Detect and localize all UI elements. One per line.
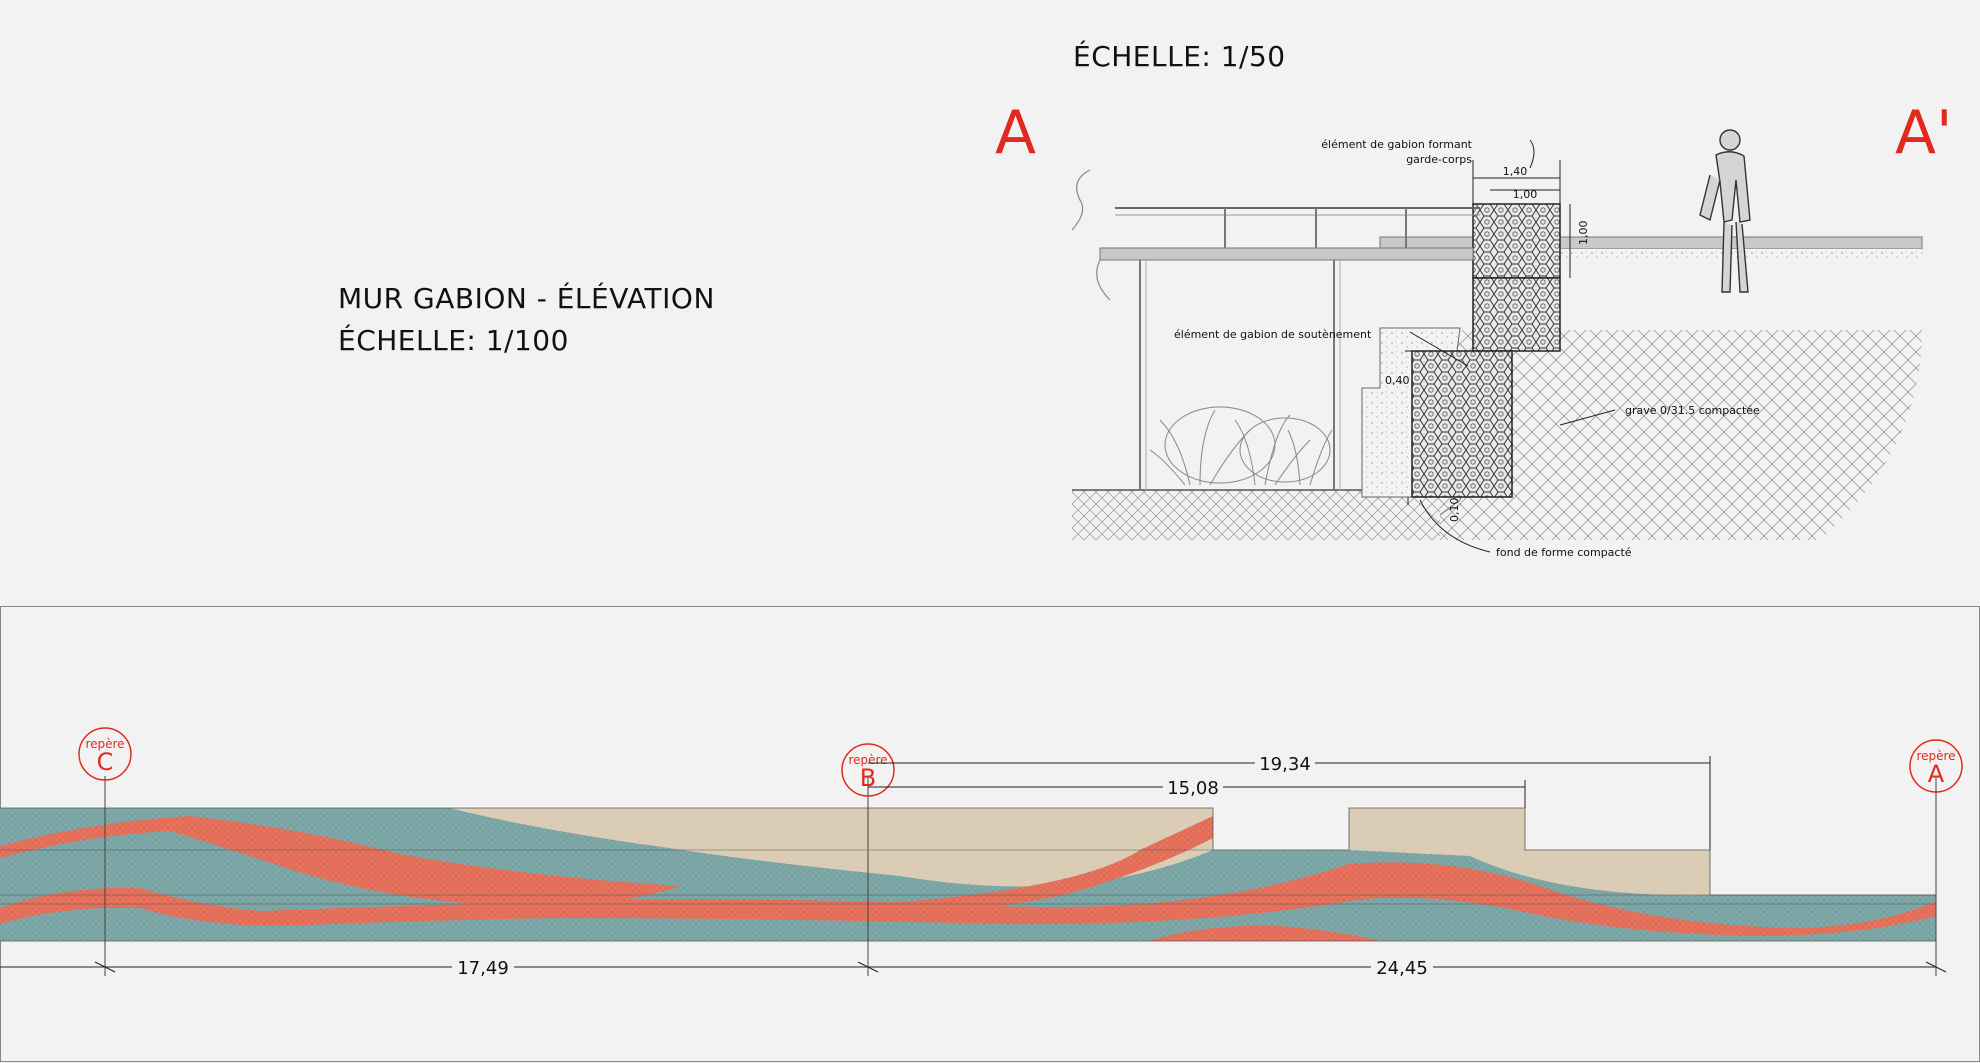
reference-marker-c: repère C xyxy=(78,727,132,781)
wall-coral-band-1 xyxy=(0,816,680,906)
ground-lower xyxy=(1072,490,1440,540)
reference-c-word: repère xyxy=(85,737,124,751)
gabion-guardrail xyxy=(1472,203,1561,279)
dim-step: 0,40 xyxy=(1385,374,1410,387)
gabion-retaining-lower xyxy=(1411,350,1513,498)
gabion-elevation: repère C repère B repère A 19,34 15,08 1… xyxy=(0,606,1980,1062)
dim-width-top: 1,00 xyxy=(1513,188,1538,201)
reference-a-letter: A xyxy=(1928,760,1945,788)
person-icon xyxy=(1699,129,1751,293)
backfill-soil xyxy=(1435,330,1922,540)
label-retaining-gabion: élément de gabion de soutènement xyxy=(1174,328,1372,341)
elevation-scale-label: ÉCHELLE: 1/100 xyxy=(338,324,569,357)
wall-sand-top xyxy=(450,808,1213,873)
reference-c-letter: C xyxy=(97,748,114,776)
gabion-cross-section: 1,40 1,00 1,00 0,40 0,10 élément de gabi… xyxy=(1071,129,1923,559)
section-marker-a: A xyxy=(995,98,1037,168)
section-marker-a-prime: A' xyxy=(1895,98,1953,168)
wall-sand-right xyxy=(1438,808,1710,895)
label-gravel: grave 0/31.5 compactée xyxy=(1625,404,1760,417)
reference-b-letter: B xyxy=(860,764,876,792)
reference-marker-a: repère A xyxy=(1909,739,1963,793)
dim-c-to-b: 17,49 xyxy=(457,958,509,979)
upper-walkway xyxy=(1379,236,1923,250)
dim-b-to-gap: 15,08 xyxy=(1167,778,1219,799)
label-gabion-guardrail-line1: élément de gabion formant xyxy=(1321,138,1472,151)
reference-a-word: repère xyxy=(1916,749,1955,763)
dim-width-total: 1,40 xyxy=(1503,165,1528,178)
wall-coral-band-4 xyxy=(1150,925,1380,941)
gabion-retaining-upper xyxy=(1472,277,1561,352)
reference-marker-b: repère B xyxy=(841,743,895,797)
elevation-title: MUR GABION - ÉLÉVATION xyxy=(338,282,715,315)
footbridge-deck xyxy=(1099,247,1474,261)
label-gabion-guardrail-line2: garde-corps xyxy=(1406,153,1472,166)
dim-base: 0,10 xyxy=(1448,498,1461,523)
section-scale-label: ÉCHELLE: 1/50 xyxy=(1073,40,1286,73)
wall-coral-band-3 xyxy=(0,862,1936,936)
dim-height-top: 1,00 xyxy=(1577,221,1590,246)
dim-b-to-a: 24,45 xyxy=(1376,958,1428,979)
shrub-icon xyxy=(1149,406,1333,486)
label-foundation: fond de forme compacté xyxy=(1496,546,1632,559)
dim-b-to-step: 19,34 xyxy=(1259,754,1311,775)
